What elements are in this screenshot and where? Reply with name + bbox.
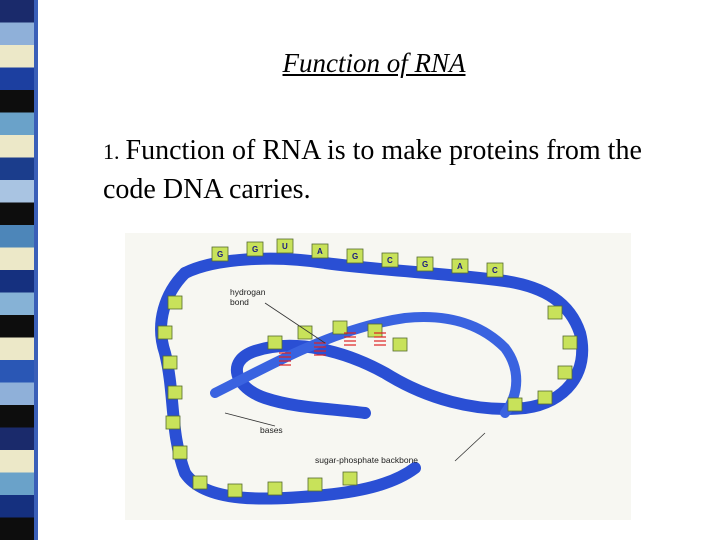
svg-text:G: G bbox=[252, 245, 258, 254]
svg-text:G: G bbox=[422, 260, 428, 269]
base bbox=[557, 365, 573, 380]
base: U bbox=[276, 238, 294, 254]
base bbox=[547, 305, 563, 320]
svg-text:G: G bbox=[352, 252, 358, 261]
base: C bbox=[486, 262, 504, 278]
svg-text:G: G bbox=[217, 250, 223, 259]
stripe-block bbox=[0, 270, 34, 293]
base: G bbox=[346, 248, 364, 264]
base bbox=[227, 483, 243, 498]
stripe-block bbox=[0, 292, 34, 316]
base bbox=[332, 320, 348, 335]
decorative-stripe-bar bbox=[0, 0, 38, 540]
bullet-point-1: 1.Function of RNA is to make proteins fr… bbox=[103, 132, 683, 209]
stripe-block bbox=[0, 202, 34, 226]
stripe-edge bbox=[34, 0, 38, 540]
base: G bbox=[416, 256, 434, 272]
base bbox=[165, 415, 181, 430]
slide-title: Function of RNA bbox=[282, 48, 466, 78]
base bbox=[342, 471, 358, 486]
svg-text:A: A bbox=[457, 262, 463, 271]
stripe-block bbox=[0, 450, 34, 473]
stripe-block bbox=[0, 67, 34, 91]
diagram-background bbox=[125, 233, 631, 520]
base bbox=[507, 397, 523, 412]
base bbox=[297, 325, 313, 340]
base bbox=[157, 325, 173, 340]
stripe-block bbox=[0, 382, 34, 406]
stripe-block bbox=[0, 112, 34, 136]
stripe-block bbox=[0, 495, 34, 518]
stripe-block bbox=[0, 405, 34, 428]
rna-structure-diagram: G G U A G C G A C hydrogan bond bases sugar-phos… bbox=[125, 233, 631, 520]
base bbox=[192, 475, 208, 490]
stripe-block bbox=[0, 45, 34, 68]
base bbox=[162, 355, 178, 370]
stripe-block bbox=[0, 337, 34, 361]
base bbox=[537, 390, 553, 405]
hydrogen-bond-label-1: hydrogan bbox=[230, 287, 266, 297]
base bbox=[367, 323, 383, 338]
svg-text:C: C bbox=[492, 266, 498, 275]
base bbox=[267, 335, 283, 350]
base: A bbox=[311, 243, 329, 259]
stripe-block bbox=[0, 517, 34, 540]
backbone-label: sugar-phosphate backbone bbox=[315, 455, 418, 465]
bases-group: G G U A G C G A C bbox=[157, 238, 578, 498]
stripe-block bbox=[0, 427, 34, 451]
base bbox=[267, 481, 283, 496]
svg-text:U: U bbox=[282, 242, 288, 251]
bases-label: bases bbox=[260, 425, 283, 435]
base bbox=[172, 445, 188, 460]
base: G bbox=[246, 241, 264, 257]
bullet-number: 1. bbox=[103, 139, 120, 164]
stripe-block bbox=[0, 22, 34, 46]
hydrogen-bond-pointer bbox=[264, 302, 326, 344]
stripe-block bbox=[0, 247, 34, 271]
base: A bbox=[451, 258, 469, 274]
svg-text:C: C bbox=[387, 256, 393, 265]
stripe-block bbox=[0, 135, 34, 158]
base bbox=[167, 385, 183, 400]
hydrogen-bonds-group bbox=[279, 332, 386, 366]
stripe-block bbox=[0, 0, 34, 23]
stripe-block bbox=[0, 180, 34, 203]
base bbox=[167, 295, 183, 310]
base: C bbox=[381, 252, 399, 268]
stripe-block bbox=[0, 472, 34, 496]
base bbox=[392, 337, 408, 352]
stripe-block bbox=[0, 360, 34, 383]
stripe-block bbox=[0, 225, 34, 248]
svg-text:A: A bbox=[317, 247, 323, 256]
base bbox=[562, 335, 578, 350]
stripe-block bbox=[0, 315, 34, 338]
bullet-text: Function of RNA is to make proteins from… bbox=[103, 135, 642, 205]
stripe-block bbox=[0, 157, 34, 181]
hydrogen-bond-label-2: bond bbox=[230, 297, 249, 307]
stripe-block bbox=[0, 90, 34, 113]
base: G bbox=[211, 246, 229, 262]
base bbox=[307, 477, 323, 492]
bases-pointer bbox=[224, 412, 276, 427]
backbone-pointer bbox=[454, 432, 486, 462]
